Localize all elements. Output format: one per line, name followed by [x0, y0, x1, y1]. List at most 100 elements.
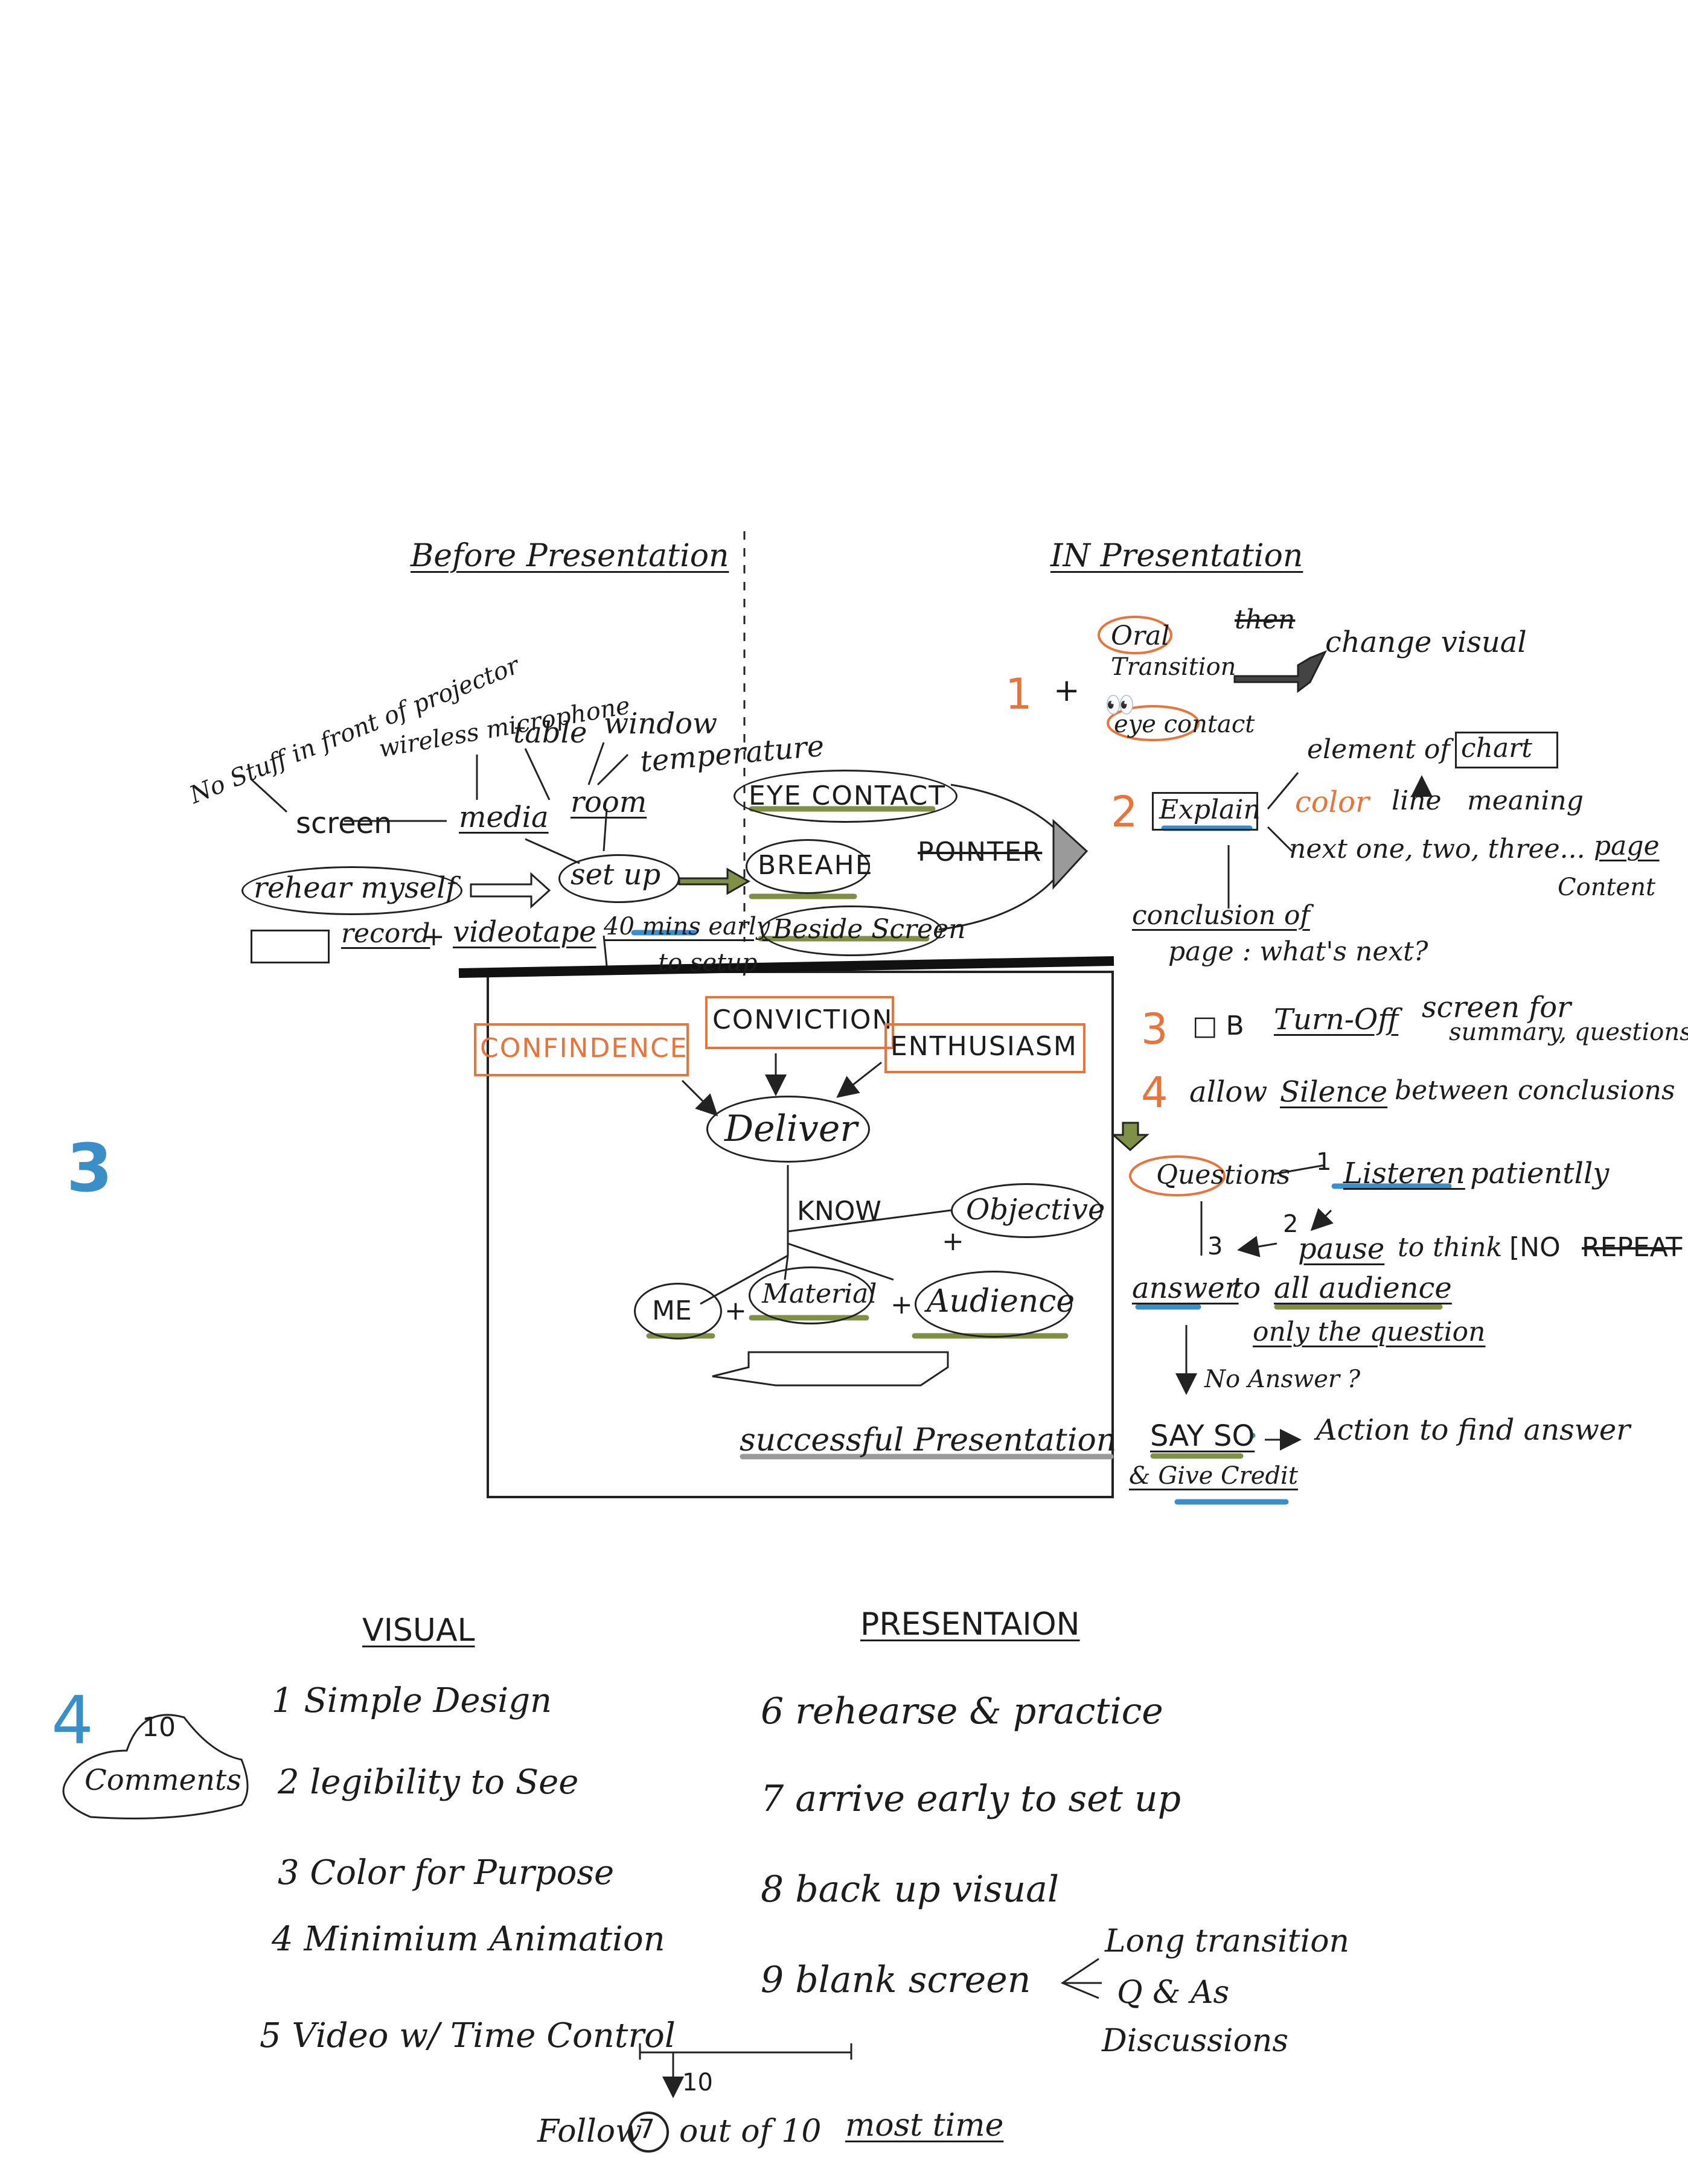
say-so-label: SAY SO	[1150, 1419, 1255, 1453]
page-label: page	[1594, 831, 1660, 861]
rehear-oval	[241, 866, 462, 915]
silence-label: Silence	[1280, 1075, 1388, 1109]
action-label: Action to find answer	[1316, 1413, 1631, 1447]
answer-label: answer	[1132, 1271, 1239, 1305]
to-setup-label: to setup	[658, 949, 758, 977]
then-label: then	[1235, 604, 1296, 635]
q3-number: 3	[1207, 1233, 1223, 1260]
step-1-number: 1	[1005, 669, 1032, 719]
big-number-4: 4	[51, 1682, 94, 1759]
color-label: color	[1295, 785, 1369, 819]
confidence-box	[474, 1023, 689, 1076]
summary-questions-label: summary, questions	[1449, 1018, 1688, 1046]
presentation-item-7: 7 arrive early to set up	[761, 1778, 1181, 1820]
pause-label: pause	[1298, 1232, 1385, 1266]
eye-contact-label: EYE CONTACT	[749, 781, 947, 811]
confidence-label: CONFINDENCE	[480, 1033, 688, 1064]
enthusiasm-label: ENTHUSIASM	[890, 1031, 1078, 1062]
setup-oval	[558, 854, 680, 903]
side-number-3: 3	[66, 1129, 113, 1207]
listeren-label: Listeren	[1343, 1157, 1465, 1190]
to-label: to	[1232, 1271, 1261, 1305]
only-the-question-label: only the question	[1253, 1317, 1486, 1347]
turn-off-label: Turn-Off	[1274, 1003, 1399, 1036]
reason-long-transition: Long transition	[1105, 1923, 1350, 1959]
breahe-label: BREAHE	[758, 850, 874, 881]
oral-label: Oral	[1111, 621, 1170, 651]
rehear-myself: rehear myself	[254, 871, 457, 905]
seven-label: 7	[638, 2114, 655, 2145]
room-label: room	[571, 785, 647, 819]
element-of-label: element of	[1307, 734, 1450, 765]
me-oval	[634, 1283, 722, 1339]
material-oval	[749, 1266, 873, 1324]
eye-contact-oval	[734, 770, 957, 823]
before-presentation-title: Before Presentation	[411, 538, 729, 574]
conclusion-of-label: conclusion of	[1132, 900, 1310, 931]
conviction-label: CONVICTION	[712, 1004, 894, 1035]
presentation-item-9: 9 blank screen	[761, 1959, 1031, 2001]
line-label: line	[1392, 785, 1442, 816]
visual-item-1: 1 Simple Design	[272, 1681, 552, 1720]
change-visual-label: change visual	[1325, 625, 1527, 659]
material-label: Material	[762, 1279, 877, 1309]
screen-for-label: screen for	[1422, 991, 1571, 1024]
no-repeat-label: REPEAT	[1582, 1232, 1683, 1263]
table-label: table	[513, 716, 587, 750]
explain-box	[1152, 792, 1258, 831]
audience-oval	[915, 1271, 1072, 1338]
objective-oval	[951, 1183, 1102, 1238]
record-label: record	[341, 918, 430, 949]
me-label: ME	[652, 1295, 692, 1326]
content-label: Content	[1558, 873, 1656, 901]
step-3-number: 3	[1141, 1004, 1168, 1054]
videotape-label: videotape	[453, 915, 596, 949]
presentation-item-6: 6 rehearse & practice	[761, 1690, 1163, 1732]
beside-screen-label: Beside Screen	[773, 914, 966, 945]
screen-label: screen	[296, 806, 392, 840]
explain-label: Explain	[1159, 794, 1261, 825]
ten-label: 10	[142, 1712, 176, 1743]
visual-item-5: 5 Video w/ Time Control	[260, 2016, 676, 2055]
presentation-item-8: 8 back up visual	[761, 1868, 1060, 1911]
most-time-label: most time	[845, 2107, 1004, 2144]
pointer-label: POINTER	[918, 837, 1043, 867]
beside-screen-oval	[761, 905, 942, 956]
patiently-label: patientlly	[1470, 1157, 1610, 1190]
transition-label: Transition	[1111, 653, 1236, 681]
to-think-label: to think	[1398, 1232, 1503, 1263]
set-up-label: set up	[571, 858, 661, 892]
successful-presentation: successful Presentation	[740, 1422, 1117, 1458]
between-conclusions-label: between conclusions	[1395, 1075, 1675, 1106]
eye-contact-note: eye contact	[1114, 710, 1255, 738]
step-2-number: 2	[1111, 787, 1138, 837]
allow-label: allow	[1189, 1075, 1268, 1109]
q2-number: 2	[1283, 1210, 1299, 1238]
breahe-oval	[746, 839, 870, 894]
presentation-heading: PRESENTAION	[860, 1606, 1080, 1643]
in-presentation-title: IN Presentation	[1050, 538, 1303, 574]
reason-q-and-as: Q & As	[1117, 1975, 1230, 2011]
material-plus: +	[890, 1289, 913, 1320]
comments-label: Comments	[85, 1763, 241, 1797]
window-label: window	[604, 707, 718, 741]
me-plus: +	[724, 1295, 747, 1326]
visual-item-3: 3 Color for Purpose	[278, 1853, 615, 1892]
b-key-icon: □ B	[1192, 1011, 1244, 1041]
know-label: KNOW	[797, 1196, 881, 1227]
enthusiasm-box	[884, 1023, 1085, 1073]
chart-label: chart	[1461, 733, 1532, 764]
deliver-label: Deliver	[724, 1108, 858, 1150]
visual-item-4: 4 Minimium Animation	[272, 1920, 665, 1959]
all-audience-label: all audience	[1274, 1271, 1452, 1305]
objective-label: Objective	[966, 1193, 1105, 1227]
chart-box	[1455, 732, 1558, 768]
reason-discussions: Discussions	[1102, 2023, 1289, 2059]
no-answer-label: No Answer ?	[1204, 1365, 1361, 1393]
step-4-number: 4	[1141, 1068, 1168, 1117]
give-credit-label: & Give Credit	[1129, 1462, 1298, 1490]
forty-mins-label: 40 mins early	[604, 913, 770, 940]
page-whats-next-label: page : what's next?	[1168, 936, 1428, 967]
audience-label: Audience	[927, 1283, 1075, 1320]
questions-label: Questions	[1156, 1160, 1291, 1190]
